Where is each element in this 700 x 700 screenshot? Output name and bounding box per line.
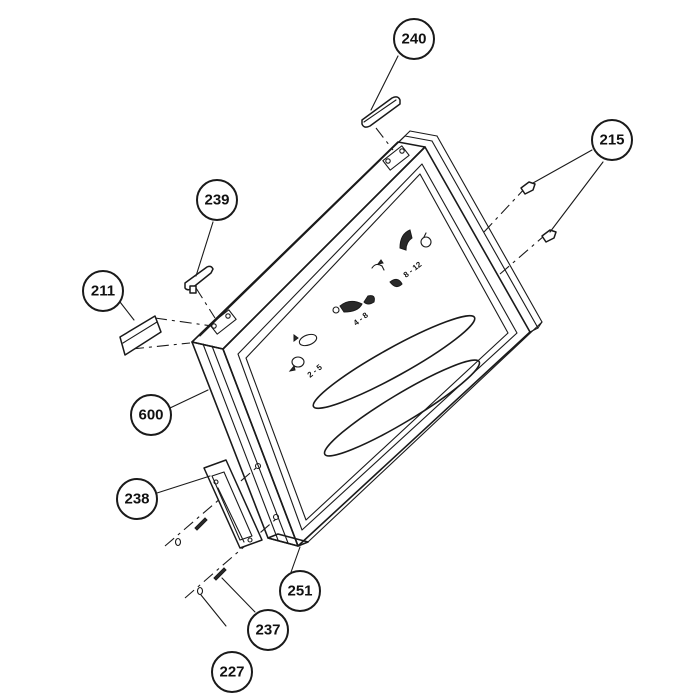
guide-screw-2 [184, 518, 277, 599]
washer-227 [196, 586, 204, 596]
guide-211-a [154, 317, 213, 327]
callout-240-label: 240 [401, 31, 426, 48]
part-211-shape [119, 315, 162, 356]
callout-600: 600 [130, 394, 172, 436]
control-panel-icons: 2 - 5 4 - 8 8 - 12 [288, 229, 432, 380]
handle-body [203, 459, 263, 549]
callout-239-label: 239 [204, 192, 229, 209]
leader-211 [119, 301, 135, 321]
part-211-plate [119, 315, 162, 356]
part-240-cap [361, 96, 401, 128]
door-inner-bevel [237, 163, 518, 531]
door-window-ovals [312, 314, 481, 457]
panel-label-3: 8 - 12 [402, 260, 424, 280]
handle-inner [211, 471, 253, 541]
part-238-handle [203, 459, 263, 549]
side-line-2 [211, 345, 289, 544]
side-hole-1 [254, 462, 262, 470]
icon-group-1: 2 - 5 [288, 333, 325, 380]
icon-group-2: 4 - 8 [332, 295, 375, 328]
screw-215-lower [541, 229, 557, 243]
screw-237 [213, 567, 227, 581]
oval-lower [323, 359, 481, 457]
small-hardware [174, 517, 227, 596]
leader-215-b [549, 161, 604, 233]
part-239-clip [184, 265, 214, 294]
callout-251-label: 251 [287, 583, 312, 600]
slot-240 [382, 145, 410, 171]
panel-label-1: 2 - 5 [306, 362, 325, 379]
top-line-6 [436, 135, 543, 323]
assembly-guide-lines [131, 127, 545, 599]
screw-215-upper [520, 181, 536, 195]
slot-hole-c [385, 158, 391, 164]
washer-238 [174, 537, 182, 547]
panel-label-2: 4 - 8 [352, 310, 371, 327]
leader-240 [370, 55, 399, 111]
top-line-5 [431, 140, 539, 329]
callout-600-label: 600 [138, 407, 163, 424]
callout-227: 227 [211, 651, 253, 693]
leader-239 [195, 221, 214, 277]
callout-238: 238 [116, 478, 158, 520]
guide-215-b [499, 235, 545, 275]
part-215-screws [520, 181, 557, 243]
guide-211-b [131, 342, 191, 350]
callout-227-label: 227 [219, 664, 244, 681]
leader-238 [156, 475, 211, 494]
callout-240: 240 [393, 18, 435, 60]
part-239-shape [184, 265, 214, 291]
leader-237 [221, 577, 256, 613]
callout-239: 239 [196, 179, 238, 221]
bottom-edge-back [307, 321, 543, 543]
door-inner-bevel-2 [245, 173, 509, 521]
guide-240 [375, 127, 394, 151]
callout-211: 211 [82, 270, 124, 312]
top-line-2 [204, 130, 411, 331]
callout-238-label: 238 [124, 491, 149, 508]
top-line-3 [404, 135, 433, 142]
guide-239 [195, 287, 216, 319]
icon-group-4: 8 - 12 [399, 229, 432, 280]
leader-600 [169, 389, 209, 409]
leader-215-a [532, 149, 593, 184]
slot-211 [209, 309, 237, 335]
callout-237: 237 [247, 609, 289, 651]
side-line-1 [202, 343, 279, 541]
leader-251 [289, 546, 301, 576]
slot-hole-d [399, 148, 405, 154]
bottom-corner [297, 541, 309, 547]
door-front-face [222, 146, 531, 547]
callout-215-label: 215 [599, 132, 624, 149]
leader-227 [200, 594, 227, 627]
guide-215-a [483, 185, 528, 233]
icon-group-3 [371, 259, 403, 288]
oval-upper [312, 314, 476, 410]
side-hole-2 [272, 513, 280, 521]
slot-hole-b [225, 313, 231, 319]
callout-215: 215 [591, 119, 633, 161]
screw-238 [194, 517, 208, 531]
guide-screw-1 [164, 467, 257, 547]
callout-leaders [119, 55, 604, 627]
door-panel-assembly [191, 130, 543, 547]
callout-237-label: 237 [255, 622, 280, 639]
top-line-4 [409, 130, 438, 137]
slot-hole-a [211, 323, 217, 329]
callout-211-label: 211 [91, 283, 115, 300]
callout-251: 251 [279, 570, 321, 612]
